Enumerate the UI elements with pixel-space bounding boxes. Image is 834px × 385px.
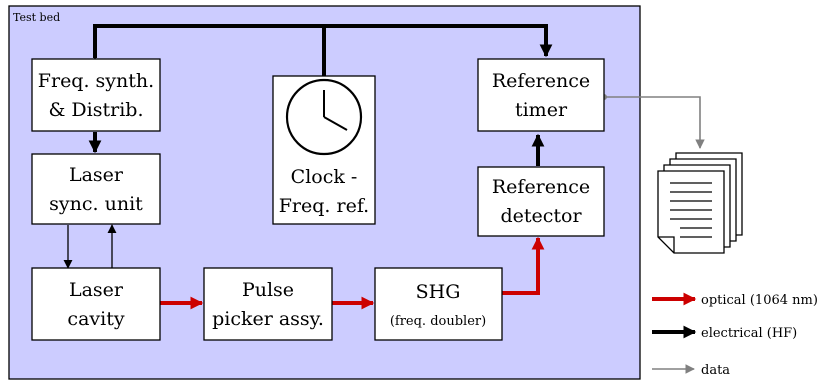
reference-detector-node: Reference detector xyxy=(477,166,605,237)
pulse-picker-label-1: Pulse xyxy=(242,279,294,301)
document-stack-icon xyxy=(657,152,743,254)
legend: optical (1064 nm) electrical (HF) data xyxy=(652,292,818,378)
shg-label-2: (freq. doubler) xyxy=(390,314,486,329)
electrical-bus xyxy=(88,24,553,76)
pulse-picker-label-2: picker assy. xyxy=(212,308,324,330)
reference-detector-label-2: detector xyxy=(500,205,582,227)
reference-timer-label-1: Reference xyxy=(492,70,590,92)
shg-to-detector-beam xyxy=(502,236,545,295)
legend-data-label: data xyxy=(701,363,730,378)
pulse-picker-node: Pulse picker assy. xyxy=(203,267,333,341)
timer-to-documents-data xyxy=(604,96,705,149)
laser-sync-label-2: sync. unit xyxy=(49,193,143,215)
laser-cavity-node: Laser cavity xyxy=(31,267,161,341)
laser-sync-node: Laser sync. unit xyxy=(31,153,161,225)
reference-timer-node: Reference timer xyxy=(477,58,605,132)
shg-node: SHG (freq. doubler) xyxy=(374,267,503,341)
testbed-label: Test bed xyxy=(13,11,60,24)
laser-cavity-label-2: cavity xyxy=(67,308,124,330)
legend-optical-label: optical (1064 nm) xyxy=(701,293,818,308)
clock-label-1: Clock - xyxy=(291,166,358,188)
clock-node: Clock - Freq. ref. xyxy=(272,75,376,225)
freq-synth-label-1: Freq. synth. xyxy=(38,70,154,92)
clock-icon xyxy=(285,78,363,156)
legend-electrical-label: electrical (HF) xyxy=(701,326,797,341)
laser-sync-label-1: Laser xyxy=(69,164,124,186)
freq-synth-node: Freq. synth. & Distrib. xyxy=(31,58,161,132)
freq-synth-label-2: & Distrib. xyxy=(48,99,143,121)
laser-cavity-label-1: Laser xyxy=(69,279,124,301)
shg-label-1: SHG xyxy=(416,281,461,303)
reference-detector-label-1: Reference xyxy=(492,176,590,198)
clock-label-2: Freq. ref. xyxy=(279,195,369,217)
reference-timer-label-2: timer xyxy=(515,99,568,121)
